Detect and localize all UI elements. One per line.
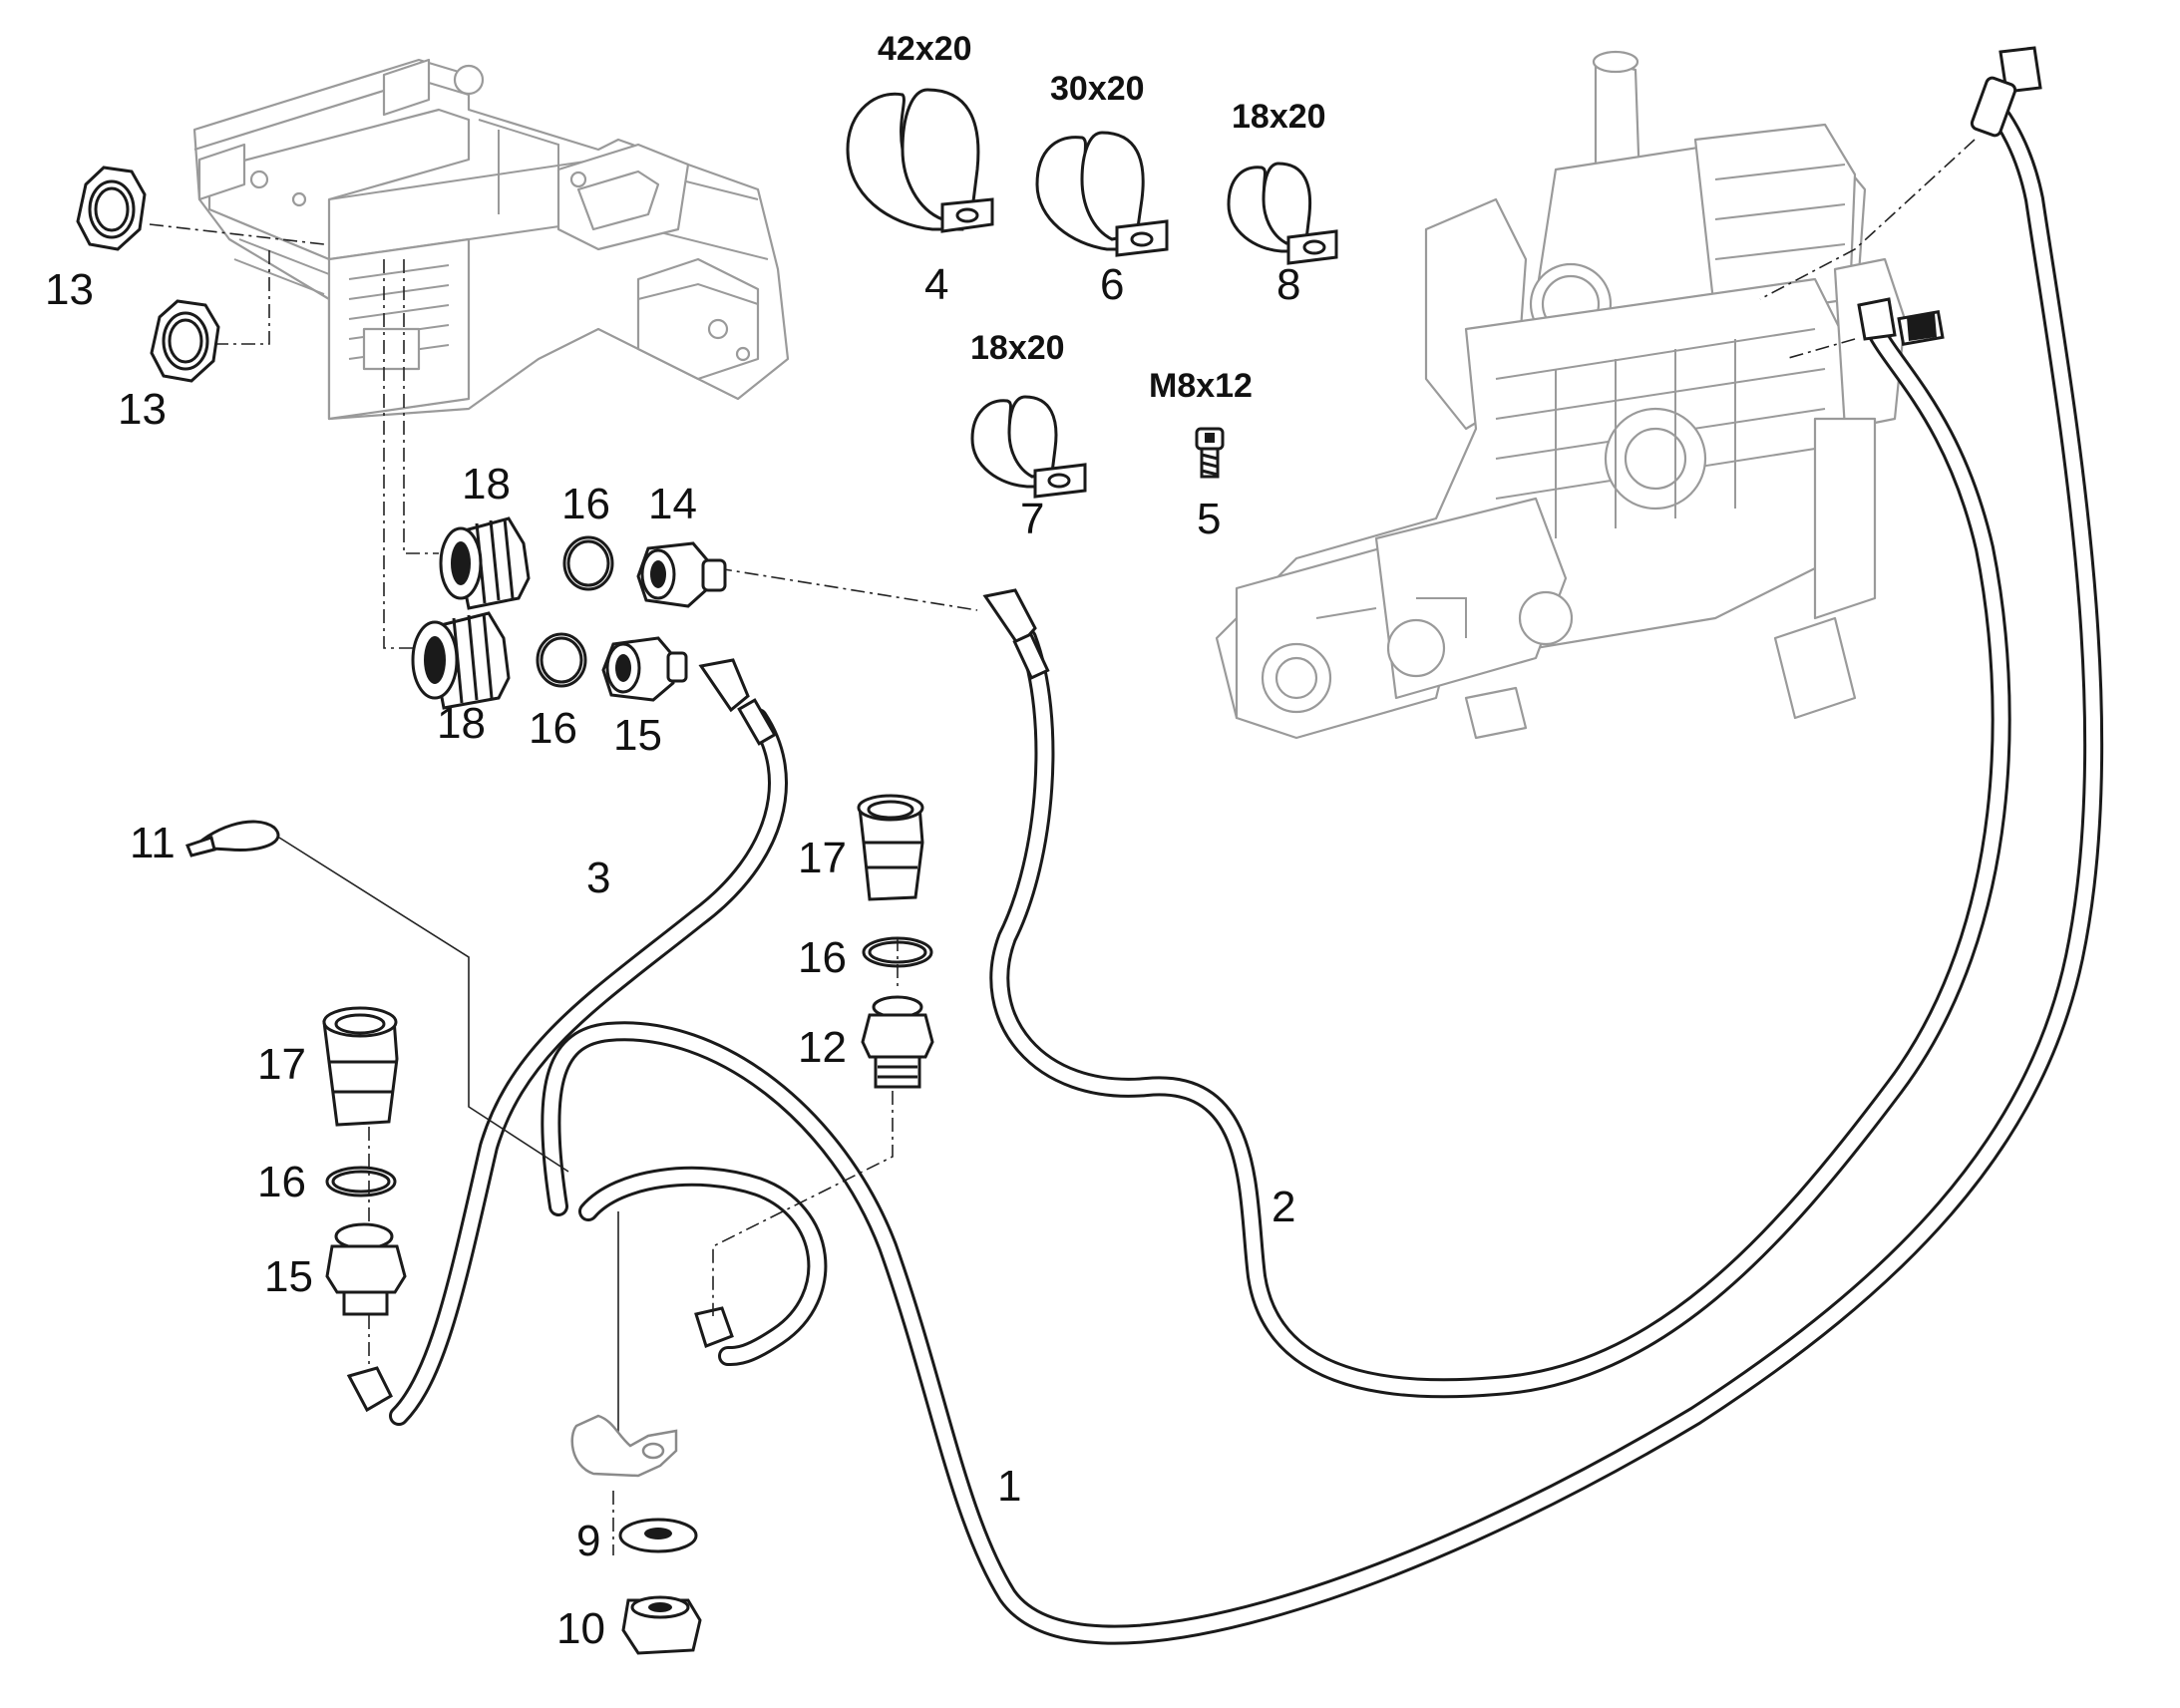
callout-17-right: 17 xyxy=(798,834,847,882)
hose-end-fittings xyxy=(346,46,2042,1413)
adapter-12 xyxy=(861,995,934,1089)
swivel-nut-17-left xyxy=(322,1006,399,1127)
o-ring-16-left xyxy=(325,1166,397,1197)
lock-nut-13-upper xyxy=(76,166,147,251)
cable-tie-11 xyxy=(185,820,280,857)
callout-16-left: 16 xyxy=(257,1158,306,1206)
chassis-frame xyxy=(192,58,790,421)
bulkhead-fitting-18-lower xyxy=(411,611,511,710)
nut-10 xyxy=(621,1595,702,1655)
clamp-4-size: 42x20 xyxy=(878,30,972,68)
callout-13-upper: 13 xyxy=(45,265,94,314)
callout-16-upper: 16 xyxy=(561,480,610,528)
callout-8: 8 xyxy=(1276,260,1300,309)
callout-7: 7 xyxy=(1020,495,1044,543)
callout-15-lower: 15 xyxy=(264,1252,313,1301)
callout-15-upper: 15 xyxy=(613,711,662,760)
callout-1: 1 xyxy=(997,1462,1021,1511)
callout-17-left: 17 xyxy=(257,1040,306,1089)
callout-11: 11 xyxy=(130,819,176,867)
engine-assembly xyxy=(1215,50,1907,740)
screw-5 xyxy=(1195,427,1225,479)
lock-nut-13-lower xyxy=(150,299,220,383)
o-ring-16-upper xyxy=(562,535,614,591)
callout-14: 14 xyxy=(648,480,697,528)
bulkhead-fitting-18-upper xyxy=(439,516,531,610)
leader-lines xyxy=(278,837,619,1436)
adapter-15-upper xyxy=(601,636,688,702)
callout-16-right: 16 xyxy=(798,933,847,982)
washer-9 xyxy=(618,1518,698,1553)
callout-9: 9 xyxy=(576,1517,600,1565)
clamp-8 xyxy=(1227,162,1338,265)
callout-12: 12 xyxy=(798,1023,847,1072)
callout-13-lower: 13 xyxy=(118,385,167,434)
hose-3 xyxy=(389,708,788,1426)
clamp-6-size: 30x20 xyxy=(1050,70,1145,108)
p-clamp-bracket xyxy=(570,1414,678,1478)
screw-5-size: M8x12 xyxy=(1149,367,1253,405)
clamp-4 xyxy=(846,88,994,233)
clamp-7 xyxy=(970,395,1087,499)
callout-2: 2 xyxy=(1272,1183,1295,1231)
adapter-14 xyxy=(636,541,727,608)
hose-1 xyxy=(541,98,2104,1645)
hose-2 xyxy=(989,319,2011,1399)
callout-4: 4 xyxy=(924,260,948,309)
callout-18-lower: 18 xyxy=(437,699,486,748)
callout-6: 6 xyxy=(1100,260,1124,309)
callout-5: 5 xyxy=(1197,495,1221,543)
o-ring-16-middle xyxy=(536,632,587,688)
hose-4 xyxy=(578,1166,828,1366)
swivel-nut-17-right xyxy=(857,794,924,901)
callout-18-upper: 18 xyxy=(462,460,511,509)
clamp-8-size: 18x20 xyxy=(1232,98,1326,136)
adapter-15-lower xyxy=(325,1222,407,1316)
o-ring-16-right xyxy=(862,936,933,968)
callout-16-middle: 16 xyxy=(529,704,577,753)
clamp-7-size: 18x20 xyxy=(970,329,1065,367)
clamp-6 xyxy=(1035,131,1169,257)
callout-10: 10 xyxy=(556,1604,605,1653)
callout-3: 3 xyxy=(586,854,610,902)
